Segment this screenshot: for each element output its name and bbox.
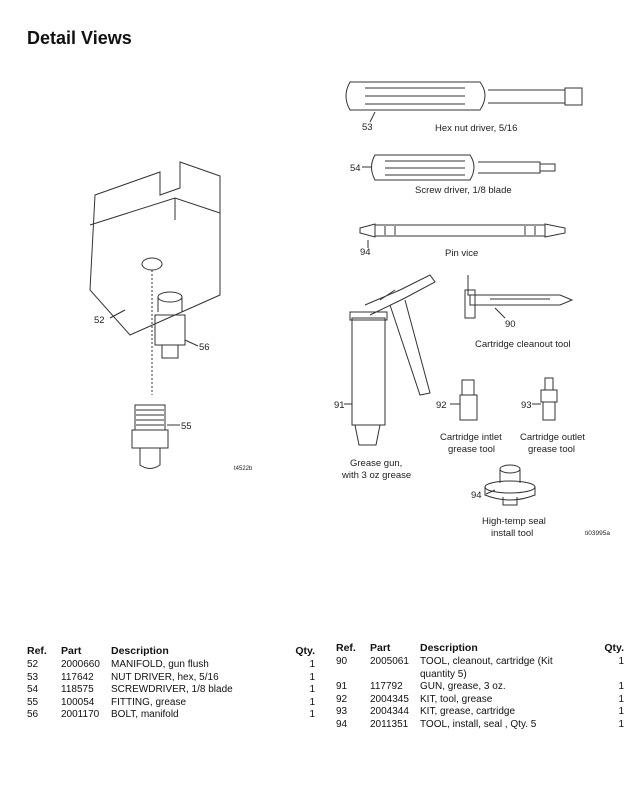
callout-90: 90 bbox=[505, 319, 516, 330]
header-part: Part bbox=[370, 642, 391, 654]
cell-qty: 1 bbox=[309, 696, 315, 708]
cell-description: KIT, grease, cartridge bbox=[420, 706, 516, 717]
label-inlet-tool-2: grease tool bbox=[448, 444, 495, 455]
table-header: Ref. Part Description Qty. bbox=[27, 645, 315, 659]
grease-gun-illustration bbox=[344, 274, 436, 446]
table-row: 92 2004345 KIT, tool, grease 1 bbox=[336, 694, 624, 707]
callout-54: 54 bbox=[350, 163, 361, 174]
cell-ref: 54 bbox=[27, 684, 39, 695]
cell-part: 2005061 bbox=[370, 656, 409, 667]
cell-part: 2004344 bbox=[370, 706, 409, 717]
cell-qty: 1 bbox=[309, 684, 315, 695]
cell-ref: 53 bbox=[27, 671, 39, 683]
cell-part: 100054 bbox=[61, 696, 95, 708]
header-ref: Ref. bbox=[336, 642, 356, 654]
table-row: 90 2005061 TOOL, cleanout, cartridge (Ki… bbox=[336, 656, 624, 681]
cell-ref: 94 bbox=[336, 718, 348, 730]
cell-description: BOLT, manifold bbox=[111, 709, 179, 720]
table-row: 54 118575 SCREWDRIVER, 1/8 blade 1 bbox=[27, 684, 315, 697]
cell-ref: 90 bbox=[336, 656, 348, 667]
pin-vice-illustration bbox=[359, 223, 566, 248]
parts-table-right: Ref. Part Description Qty. 90 2005061 TO… bbox=[336, 642, 624, 731]
cell-ref: 52 bbox=[27, 659, 39, 670]
cell-part: 117642 bbox=[61, 671, 94, 683]
callout-55: 55 bbox=[181, 421, 192, 432]
table-row: 52 2000660 MANIFOLD, gun flush 1 bbox=[27, 659, 315, 672]
cell-part: 2011351 bbox=[370, 718, 409, 730]
label-grease-gun-1: Grease gun, bbox=[350, 458, 402, 469]
label-screw-driver: Screw driver, 1/8 blade bbox=[415, 185, 512, 196]
cell-part: 118575 bbox=[61, 684, 94, 695]
label-inlet-tool-1: Cartridge intlet bbox=[440, 432, 502, 443]
page-title: Detail Views bbox=[27, 28, 132, 48]
header-ref: Ref. bbox=[27, 645, 47, 657]
cell-description: GUN, grease, 3 oz. bbox=[420, 681, 506, 692]
table-row: 93 2004344 KIT, grease, cartridge 1 bbox=[336, 706, 624, 719]
callout-94-pin-vice: 94 bbox=[360, 247, 371, 258]
figure-ref-id: ti03995a bbox=[585, 530, 610, 537]
table-row: 53 117642 NUT DRIVER, hex, 5/16 1 bbox=[27, 672, 315, 685]
callout-94-seal-tool: 94 bbox=[471, 490, 482, 501]
label-grease-gun-2: with 3 oz grease bbox=[341, 470, 411, 481]
manifold-illustration bbox=[89, 161, 221, 469]
inlet-tool-illustration bbox=[450, 379, 478, 421]
seal-install-tool-illustration bbox=[484, 464, 536, 506]
cell-part: 2004345 bbox=[370, 693, 409, 705]
cell-description: NUT DRIVER, hex, 5/16 bbox=[111, 671, 219, 683]
header-part: Part bbox=[61, 645, 82, 657]
cell-qty: 1 bbox=[618, 681, 624, 692]
header-description: Description bbox=[420, 642, 478, 654]
cell-qty: 1 bbox=[618, 706, 624, 717]
label-outlet-tool-2: grease tool bbox=[528, 444, 575, 455]
cell-qty: 1 bbox=[618, 693, 624, 705]
cell-part: 2001170 bbox=[61, 709, 100, 720]
cell-qty: 1 bbox=[309, 709, 315, 720]
cell-ref: 93 bbox=[336, 706, 348, 717]
cell-ref: 56 bbox=[27, 709, 39, 720]
table-row: 55 100054 FITTING, grease 1 bbox=[27, 697, 315, 710]
cell-description: TOOL, cleanout, cartridge (Kit bbox=[420, 656, 553, 667]
label-seal-tool-2: install tool bbox=[491, 528, 533, 539]
table-row: 56 2001170 BOLT, manifold 1 bbox=[27, 709, 315, 722]
callout-92: 92 bbox=[436, 400, 447, 411]
label-pin-vice: Pin vice bbox=[445, 248, 478, 259]
cell-description-continued: quantity 5) bbox=[420, 668, 467, 680]
label-cleanout-tool: Cartridge cleanout tool bbox=[475, 339, 571, 350]
table-row: 91 117792 GUN, grease, 3 oz. 1 bbox=[336, 681, 624, 694]
label-hex-nut-driver: Hex nut driver, 5/16 bbox=[435, 123, 517, 134]
label-seal-tool-1: High-temp seal bbox=[482, 516, 546, 527]
header-qty: Qty. bbox=[295, 645, 315, 657]
header-qty: Qty. bbox=[604, 642, 624, 654]
cell-qty: 1 bbox=[618, 656, 624, 667]
cell-qty: 1 bbox=[309, 659, 315, 670]
table-row: 94 2011351 TOOL, install, seal , Qty. 5 … bbox=[336, 719, 624, 732]
header-description: Description bbox=[111, 645, 169, 657]
label-outlet-tool-1: Cartridge outlet bbox=[520, 432, 585, 443]
cell-part: 117792 bbox=[370, 681, 403, 692]
cell-description: KIT, tool, grease bbox=[420, 693, 493, 705]
cell-description: SCREWDRIVER, 1/8 blade bbox=[111, 684, 233, 695]
callout-56: 56 bbox=[199, 342, 210, 353]
cell-qty: 1 bbox=[309, 671, 315, 683]
cell-ref: 91 bbox=[336, 681, 348, 692]
cell-description: TOOL, install, seal , Qty. 5 bbox=[420, 718, 537, 730]
cell-part: 2000660 bbox=[61, 659, 100, 670]
cell-ref: 55 bbox=[27, 696, 39, 708]
cell-ref: 92 bbox=[336, 693, 348, 705]
callout-93: 93 bbox=[521, 400, 532, 411]
callout-91: 91 bbox=[334, 400, 345, 411]
cleanout-tool-illustration bbox=[464, 275, 574, 319]
hex-nut-driver-illustration bbox=[345, 81, 583, 123]
detail-views-drawing: 52 56 55 t4522b 53 Hex nut driver, 5/16 … bbox=[89, 81, 610, 539]
cell-description: MANIFOLD, gun flush bbox=[111, 659, 209, 670]
table-header: Ref. Part Description Qty. bbox=[336, 642, 624, 656]
cell-description: FITTING, grease bbox=[111, 696, 187, 708]
figure-small-id: t4522b bbox=[234, 466, 253, 472]
cell-qty: 1 bbox=[618, 718, 624, 730]
parts-table-left: Ref. Part Description Qty. 52 2000660 MA… bbox=[27, 645, 315, 722]
screw-driver-illustration bbox=[362, 154, 556, 181]
outlet-tool-illustration bbox=[532, 377, 558, 421]
callout-53: 53 bbox=[362, 122, 373, 133]
callout-52: 52 bbox=[94, 315, 105, 326]
